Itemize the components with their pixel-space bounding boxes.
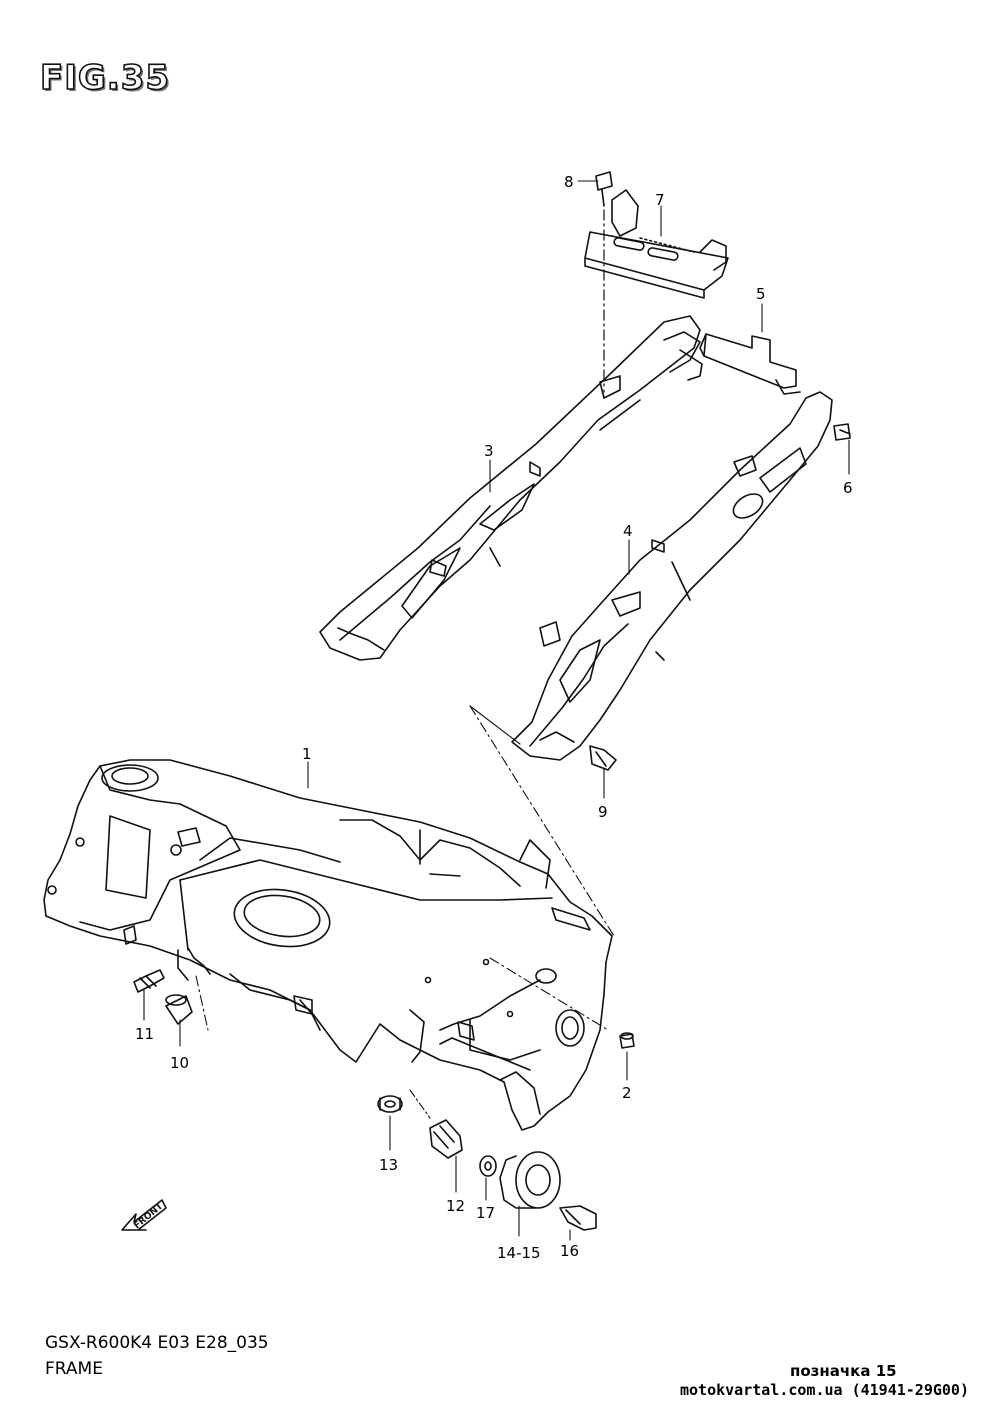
part-3-left-seat-rail <box>319 315 703 661</box>
assembly-line-2 <box>489 957 609 1031</box>
callout-6: 6 <box>843 479 853 497</box>
page-mark: позначка 15 <box>790 1362 897 1380</box>
part-14-15-roller <box>499 1151 561 1209</box>
part-7-seat-bracket <box>584 189 729 299</box>
callout-10: 10 <box>170 1054 189 1072</box>
callout-8: 8 <box>564 173 574 191</box>
part-13-washer <box>377 1095 403 1113</box>
part-16-bolt <box>559 1205 597 1231</box>
part-10-collar <box>165 994 193 1025</box>
part-8-bolt <box>595 171 613 207</box>
callout-1: 1 <box>302 745 312 763</box>
part-5-cross-bracket <box>699 333 801 395</box>
callout-2: 2 <box>622 1084 632 1102</box>
leader-lines <box>143 180 850 1241</box>
callout-4: 4 <box>623 522 633 540</box>
front-direction-arrow: FRONT <box>121 1199 167 1231</box>
callout-9: 9 <box>598 803 608 821</box>
part-1-main-frame <box>43 759 613 1131</box>
part-6-bolt <box>833 423 851 441</box>
front-badge-label: FRONT <box>132 1201 165 1231</box>
part-2-cap <box>619 1032 635 1049</box>
part-12-bolt <box>429 1119 463 1159</box>
part-11-bolt <box>133 969 165 993</box>
callout-13: 13 <box>379 1156 398 1174</box>
model-code: GSX-R600K4 E03 E28_035 <box>45 1333 269 1353</box>
callout-7: 7 <box>655 191 665 209</box>
callout-14-15: 14-15 <box>497 1244 541 1262</box>
assembly-line-10 <box>195 975 209 1031</box>
figure-name: FRAME <box>45 1359 103 1379</box>
assembly-line-rails <box>469 705 615 937</box>
part-17-washer <box>479 1155 497 1177</box>
part-9-bolt <box>589 745 617 771</box>
figure-title: FIG.35 <box>39 57 171 99</box>
watermark-site: motokvartal.com.ua (41941-29G00) <box>680 1381 969 1399</box>
callout-3: 3 <box>484 442 494 460</box>
part-4-right-seat-rail <box>511 391 833 761</box>
callout-11: 11 <box>135 1025 154 1043</box>
callout-16: 16 <box>560 1242 579 1260</box>
callout-12: 12 <box>446 1197 465 1215</box>
callout-17: 17 <box>476 1204 495 1222</box>
callout-5: 5 <box>756 285 766 303</box>
